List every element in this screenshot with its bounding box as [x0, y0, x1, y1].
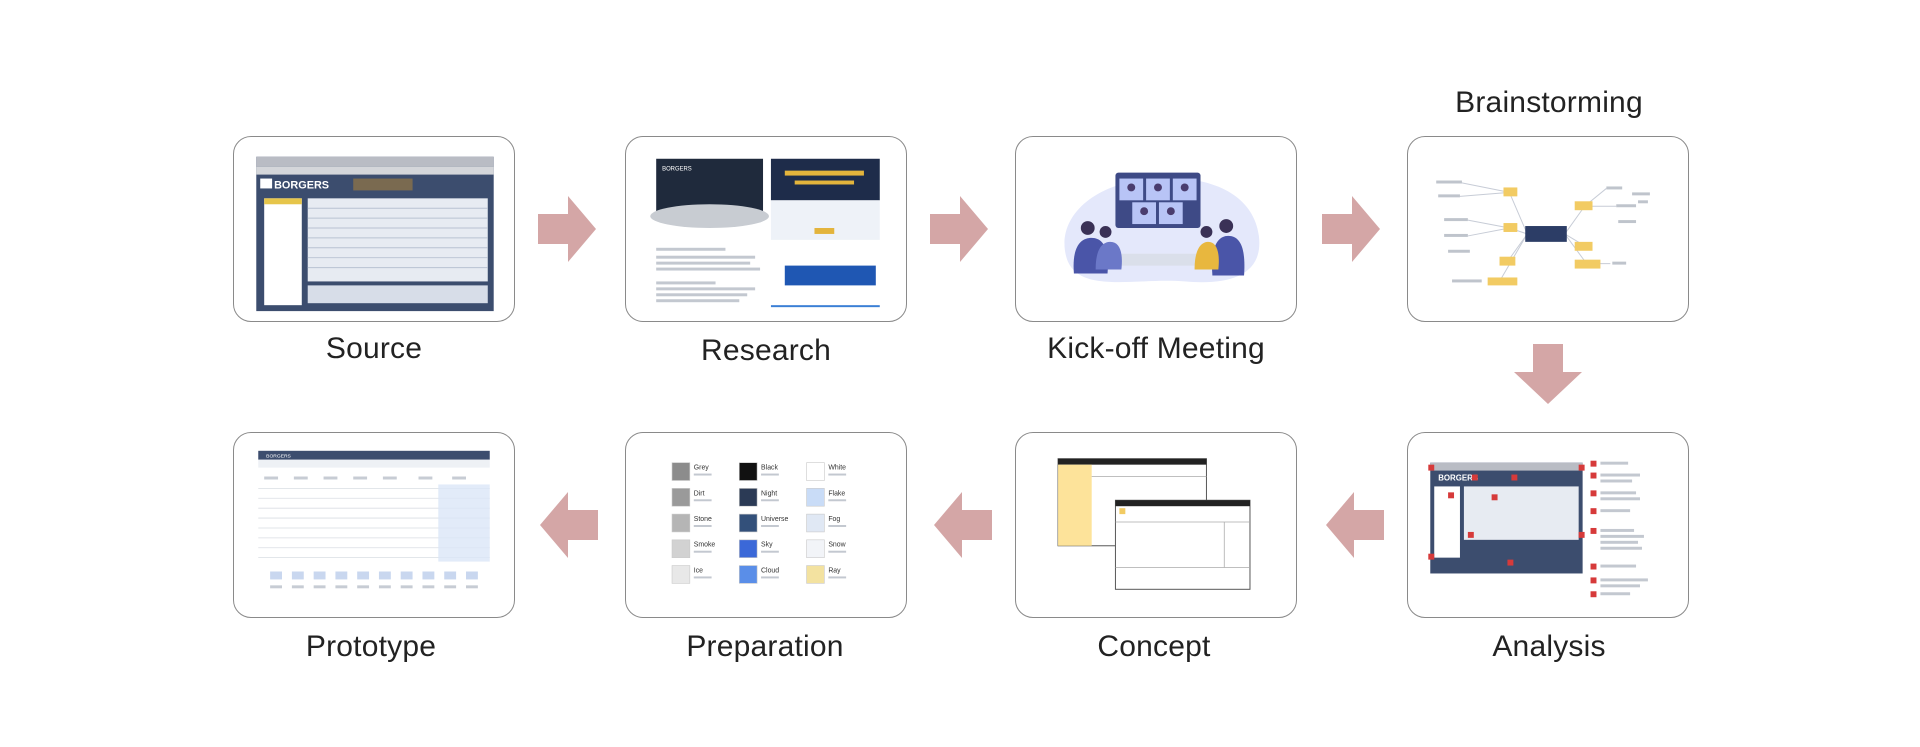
color-swatch-name: Flake: [828, 490, 845, 497]
source-thumbnail: BORGERS: [256, 156, 494, 312]
color-swatch: [671, 513, 691, 533]
concept-wireframe-thumbnail: [1057, 458, 1251, 590]
color-swatch-meta: [693, 576, 712, 579]
color-swatch: [671, 565, 691, 584]
concept-card: [1015, 432, 1297, 618]
research-thumbnail: BORGERS: [650, 158, 880, 308]
color-swatch-meta: [828, 525, 847, 527]
mindmap-thumbnail: [1436, 180, 1650, 286]
color-swatch-name: Ray: [828, 567, 841, 574]
step-label-brainstorming: Brainstorming: [1455, 86, 1643, 119]
color-swatch-meta: [693, 525, 712, 527]
color-swatch-name: Universe: [761, 516, 788, 523]
color-swatch: [738, 513, 758, 533]
color-swatch: [671, 539, 691, 558]
color-swatch: [671, 462, 691, 481]
step-label-preparation: Preparation: [686, 630, 844, 663]
step-label-kickoff: Kick-off Meeting: [1047, 332, 1265, 365]
color-swatch-name: Fog: [828, 516, 840, 523]
kickoff-meeting-illustration: [1064, 172, 1260, 283]
color-swatch-meta: [761, 525, 779, 527]
source-thumb-logo: BORGERS: [274, 179, 329, 191]
color-swatch-name: Stone: [694, 516, 712, 523]
analysis-thumb-logo: BORGERS: [1438, 473, 1478, 482]
color-swatch-name: Cloud: [761, 567, 779, 574]
color-swatch: [806, 565, 825, 584]
color-swatch-name: Night: [761, 490, 777, 497]
color-swatch-meta: [761, 473, 779, 476]
color-swatch-name: Black: [761, 465, 778, 472]
arrow-down-icon: [1514, 344, 1582, 404]
prototype-card: BORGERS: [233, 432, 515, 618]
color-swatch-meta: [828, 576, 847, 579]
arrow-left-icon: [1326, 492, 1384, 558]
step-label-research: Research: [701, 334, 831, 367]
arrow-right-icon: [1322, 196, 1380, 262]
color-swatch: [806, 488, 825, 507]
color-swatch: [671, 488, 691, 507]
color-swatch-name: Sky: [761, 542, 773, 549]
color-swatch-meta: [828, 550, 847, 553]
analysis-card: BORGERS: [1407, 432, 1689, 618]
arrow-left-icon: [540, 492, 598, 558]
step-label-analysis: Analysis: [1492, 630, 1606, 663]
color-swatch-meta: [828, 473, 847, 476]
analysis-thumbnail: BORGERS: [1428, 460, 1648, 598]
color-swatch-meta: [828, 499, 847, 502]
step-label-concept: Concept: [1097, 630, 1211, 663]
color-swatch: [738, 539, 758, 558]
color-swatch-name: Smoke: [694, 542, 716, 549]
source-card: BORGERS: [233, 136, 515, 322]
color-swatch-meta: [761, 499, 779, 502]
color-swatch-name: Dirt: [694, 490, 705, 497]
color-swatch: [738, 565, 758, 584]
color-swatch: [806, 462, 825, 481]
color-swatch-meta: [761, 576, 779, 579]
step-label-prototype: Prototype: [305, 630, 437, 663]
step-label-source: Source: [325, 332, 423, 365]
color-swatch: [738, 488, 758, 507]
color-swatch-name: Snow: [828, 542, 845, 549]
kickoff-card: [1015, 136, 1297, 322]
arrow-right-icon: [930, 196, 988, 262]
research-card: BORGERS: [625, 136, 907, 322]
color-swatch-name: Ice: [694, 567, 703, 574]
brainstorming-card: [1407, 136, 1689, 322]
color-swatch-name: White: [828, 465, 846, 472]
arrow-left-icon: [934, 492, 992, 558]
prototype-thumb-logo: BORGERS: [266, 454, 291, 460]
research-thumb-logo: BORGERS: [662, 167, 692, 173]
color-swatch-name: Grey: [694, 465, 710, 472]
color-swatch: [806, 513, 825, 533]
prototype-thumbnail: BORGERS: [258, 450, 490, 589]
color-swatch-meta: [693, 473, 712, 476]
color-swatch: [806, 539, 825, 558]
color-swatch-meta: [761, 550, 779, 553]
color-swatch-meta: [693, 550, 712, 553]
color-swatch-meta: [693, 499, 712, 502]
color-swatch: [738, 462, 758, 481]
arrow-right-icon: [538, 196, 596, 262]
